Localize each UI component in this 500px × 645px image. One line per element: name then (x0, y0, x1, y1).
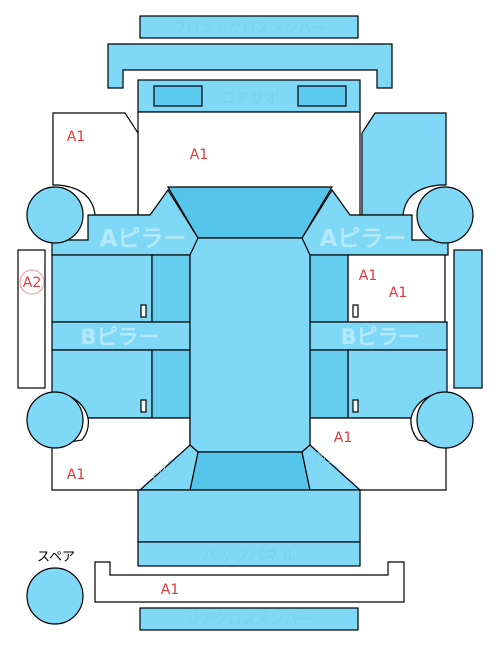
right-front-door-inner[interactable] (309, 254, 349, 323)
damage-mark-right-front-door-2: A1 (389, 285, 407, 301)
b-pillar-left-label: Bピラー (80, 325, 159, 349)
rear-cross-member-label: リアクロスメンバー (186, 612, 311, 628)
wheel-front-left[interactable] (26, 186, 84, 244)
left-rear-door-handle (140, 399, 147, 413)
front-cross-member-label: フロントクロスメンバー (172, 21, 326, 37)
left-front-door-handle (140, 304, 147, 318)
damage-mark-rear-bumper: A1 (161, 582, 179, 598)
b-pillar-right-label: Bピラー (340, 325, 419, 349)
left-front-door[interactable] (51, 254, 153, 323)
right-rear-door-handle (352, 399, 359, 413)
a-pillar-right[interactable] (301, 188, 449, 256)
roof[interactable] (189, 237, 311, 453)
left-front-door-inner[interactable] (151, 254, 191, 323)
damage-mark-right-front-door-1: A1 (359, 268, 377, 284)
left-rear-door-inner[interactable] (151, 349, 191, 419)
back-panel-label: バックパネル (201, 546, 296, 565)
front-left-fender[interactable] (52, 112, 139, 216)
back-panel[interactable] (137, 541, 361, 567)
right-rear-door-inner[interactable] (309, 349, 349, 419)
trunk-lid[interactable] (137, 489, 361, 543)
front-cross-member[interactable] (139, 15, 359, 39)
front-bumper[interactable] (107, 43, 393, 89)
rear-window[interactable] (189, 451, 311, 491)
right-rocker[interactable] (453, 249, 483, 389)
core-support-label: コアサポ (220, 89, 280, 107)
damage-mark-front-left-fender: A1 (67, 129, 85, 145)
rear-cross-member[interactable] (139, 607, 359, 631)
damage-mark-circle (19, 269, 45, 295)
damage-mark-right-rear-door: A1 (334, 430, 352, 446)
spare-tire[interactable] (26, 567, 84, 625)
damage-mark-bg (159, 578, 181, 600)
right-front-door[interactable] (347, 254, 446, 323)
wheel-rear-right[interactable] (416, 391, 474, 449)
spare-label: スペア (37, 550, 75, 565)
wheel-rear-left[interactable] (26, 391, 84, 449)
a-pillar-right-label: Aピラー (320, 226, 407, 252)
damage-mark-hood: A1 (190, 147, 208, 163)
wheel-front-right[interactable] (416, 186, 474, 244)
damage-mark-left-rocker: A2 (23, 275, 41, 291)
damage-mark-left-rear-quarter: A1 (67, 467, 85, 483)
rear-bumper[interactable] (94, 561, 405, 603)
a-pillar-left-label: Aピラー (100, 226, 187, 252)
right-front-door-handle (352, 304, 359, 318)
core-support-left-slot (153, 85, 203, 107)
core-support-right-slot (297, 85, 347, 107)
